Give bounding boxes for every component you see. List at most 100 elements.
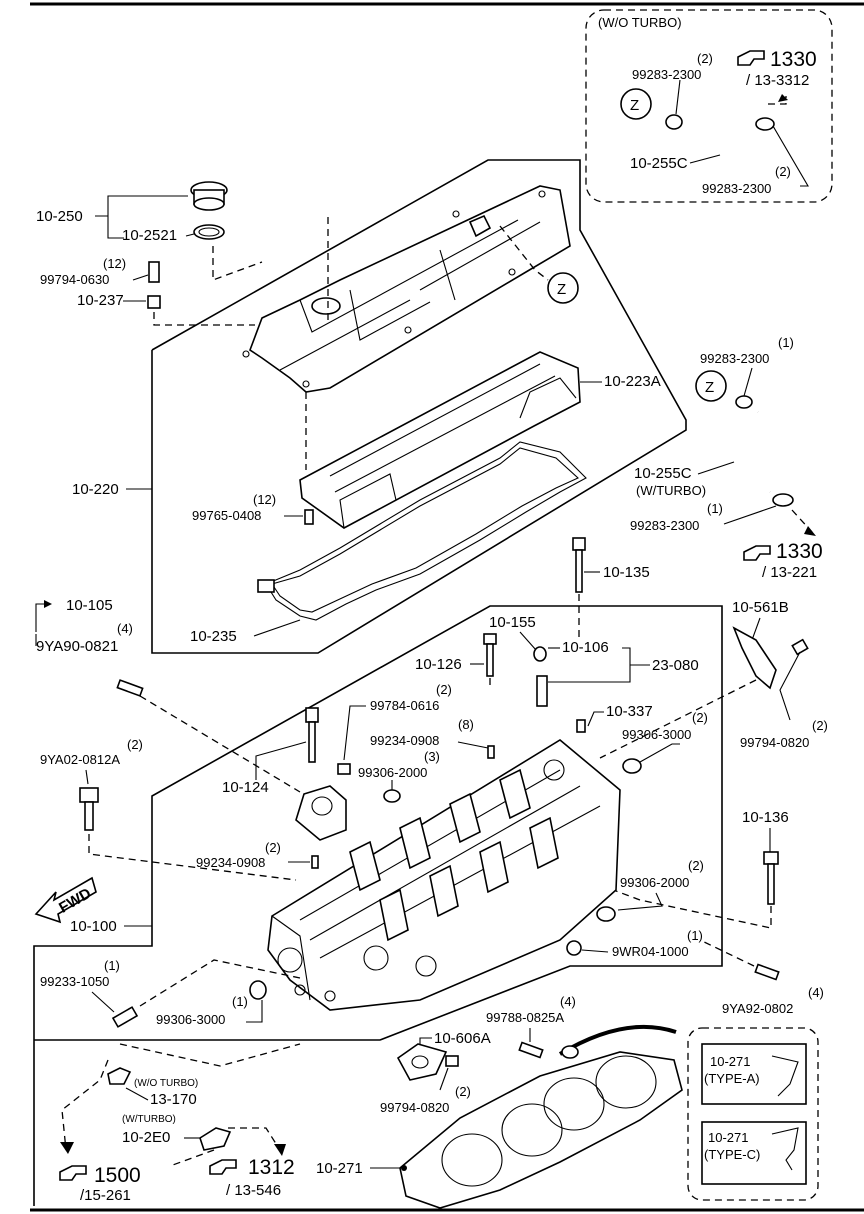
qty-label: (1) <box>778 335 794 350</box>
qty-label: (4) <box>808 985 824 1000</box>
ref-number: 1330 <box>770 48 817 71</box>
variant-label: (W/TURBO) <box>122 1114 176 1125</box>
part-label: 99306-2000 <box>358 765 427 780</box>
qty-label: (2) <box>688 858 704 873</box>
reference-hand-icon <box>743 545 771 561</box>
dowel-icon <box>576 719 586 733</box>
part-label: 99283-2300 <box>702 181 771 196</box>
water-outlet-gasket-icon <box>396 1043 448 1081</box>
qty-label: (2) <box>697 51 713 66</box>
part-label: 23-080 <box>652 657 699 674</box>
gasket-type-inset: 10-271 (TYPE-A) 10-271 (TYPE-C) <box>687 1027 819 1201</box>
bolt-shank-icon <box>767 863 775 905</box>
cover-group-frame <box>151 159 687 654</box>
camshaft-cap-icon <box>295 785 347 841</box>
hose-clamp-icon <box>665 114 683 130</box>
hose-label: 10-255C <box>630 155 688 172</box>
stud-icon <box>518 1041 544 1059</box>
fitting-icon <box>199 1127 232 1151</box>
part-label: 13-170 <box>150 1091 197 1108</box>
part-label: 99794-0820 <box>380 1100 449 1115</box>
plug-icon <box>596 906 616 922</box>
stud-icon <box>116 679 144 697</box>
part-label: 10-223A <box>604 373 661 390</box>
plug-icon <box>249 980 267 1000</box>
stud-icon <box>754 963 780 981</box>
reference-hand-icon <box>59 1165 87 1181</box>
hose-clamp-icon <box>755 117 775 131</box>
type-label: (TYPE-A) <box>704 1071 760 1086</box>
part-label: 10-155 <box>489 614 536 631</box>
part-label: 9YA90-0821 <box>36 638 118 655</box>
part-label: 99788-0825A <box>486 1010 564 1025</box>
reference-hand-icon <box>209 1159 237 1175</box>
ref-page: / 13-546 <box>226 1182 281 1199</box>
part-label: 99306-2000 <box>620 875 689 890</box>
part-label: 10-124 <box>222 779 269 796</box>
bolt-head-icon <box>305 707 319 723</box>
part-label: 99784-0616 <box>370 698 439 713</box>
qty-label: (2) <box>455 1084 471 1099</box>
qty-label: (2) <box>775 164 791 179</box>
part-label: 99306-3000 <box>156 1012 225 1027</box>
ref-number: 1312 <box>248 1156 295 1179</box>
bolt-icon <box>304 509 314 525</box>
dowel-icon <box>487 745 495 759</box>
ref-page: / 13-221 <box>762 564 817 581</box>
wo-turbo-inset: (W/O TURBO) (2) 99283-2300 1330 / 13-331… <box>585 9 833 203</box>
oil-filler-cap <box>190 181 228 240</box>
fitting-icon <box>107 1067 132 1085</box>
part-label: 99233-1050 <box>40 974 109 989</box>
part-label: 10-135 <box>603 564 650 581</box>
cylinder-head <box>267 739 621 1011</box>
qty-label: (12) <box>103 256 126 271</box>
qty-label: (8) <box>458 717 474 732</box>
part-label: 99283-2300 <box>700 351 769 366</box>
cylinder-head-gasket <box>399 1025 683 1209</box>
qty-label: (1) <box>104 958 120 973</box>
z-marker-text: Z <box>705 379 714 396</box>
z-marker-icon <box>547 272 579 304</box>
part-label: 99283-2300 <box>630 518 699 533</box>
qty-label: (4) <box>560 994 576 1009</box>
ref-number: 1500 <box>94 1164 141 1187</box>
part-label: 99765-0408 <box>192 508 261 523</box>
forward-direction-icon: FWD <box>34 876 97 924</box>
ref-page: / 13-3312 <box>746 72 809 89</box>
variant-label: (W/O TURBO) <box>134 1078 198 1089</box>
part-label: 10-606A <box>434 1030 491 1047</box>
part-label: 10-220 <box>72 481 119 498</box>
hose-clamp-icon <box>735 395 753 409</box>
bolt-shank-icon <box>575 549 583 593</box>
seal-washer-icon <box>147 295 161 309</box>
part-label: 10-2521 <box>122 227 177 244</box>
part-label: 10-126 <box>415 656 462 673</box>
bolt-icon <box>337 763 351 775</box>
z-marker-text: Z <box>630 97 639 114</box>
qty-label: (1) <box>707 501 723 516</box>
z-marker-icon <box>695 370 727 402</box>
bolt-head-icon <box>763 851 779 865</box>
part-label: 10-136 <box>742 809 789 826</box>
type-part: 10-271 <box>710 1054 750 1069</box>
part-label: 9YA92-0802 <box>722 1001 793 1016</box>
ref-number: 1330 <box>776 540 823 563</box>
z-marker-text: Z <box>557 281 566 298</box>
plug-icon <box>383 789 401 803</box>
qty-label: (12) <box>253 492 276 507</box>
z-marker-icon <box>620 88 652 120</box>
part-label: 99283-2300 <box>632 67 701 82</box>
bolt-head-icon <box>572 537 586 551</box>
qty-label: (2) <box>265 840 281 855</box>
bolt-head-icon <box>483 633 497 645</box>
head-group-frame-outline <box>33 605 723 1206</box>
hose-clamp-icon <box>772 493 794 507</box>
part-label: 10-561B <box>732 599 789 616</box>
ref-page: /15-261 <box>80 1187 131 1204</box>
bolt-icon <box>791 638 809 656</box>
part-label: 10-271 <box>316 1160 363 1177</box>
part-label: 10-337 <box>606 703 653 720</box>
bracket-icon <box>732 626 777 690</box>
dowel-icon <box>311 855 319 869</box>
